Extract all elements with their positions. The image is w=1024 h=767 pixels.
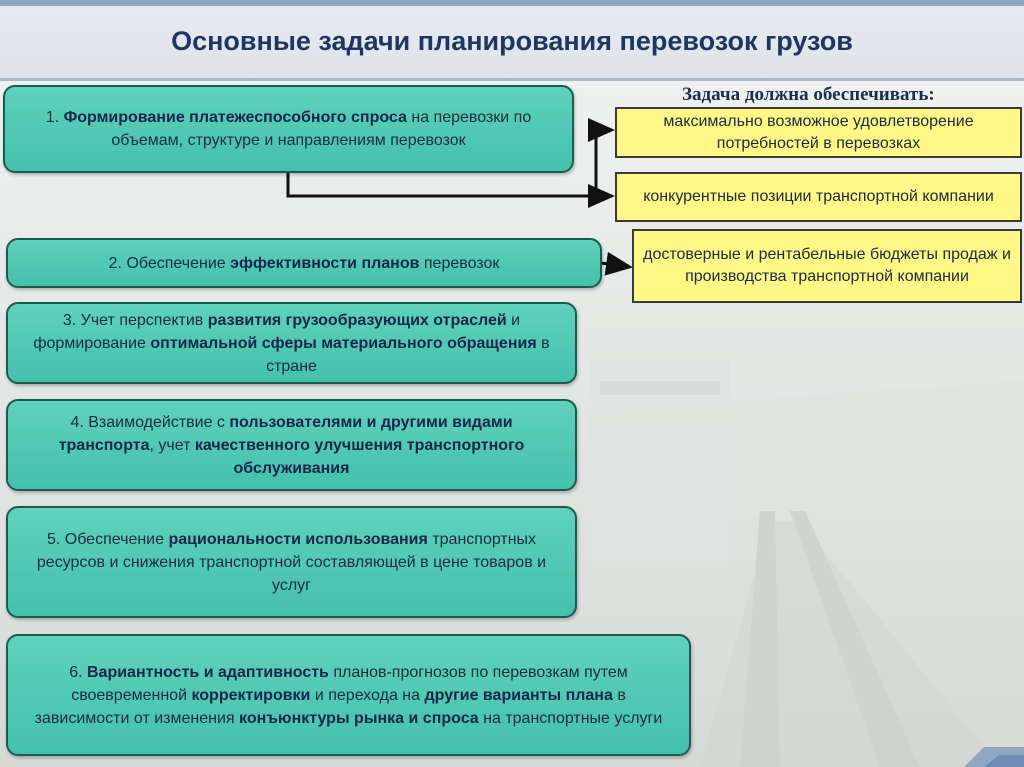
task-box-1: 1. Формирование платежеспособного спроса…	[3, 85, 574, 173]
task-box-5: 5. Обеспечение рациональности использова…	[6, 506, 577, 618]
result-box-2: конкурентные позиции транспортной компан…	[615, 172, 1022, 222]
result-box-3: достоверные и рентабельные бюджеты прода…	[632, 229, 1022, 303]
title-band: Основные задачи планирования перевозок г…	[0, 6, 1024, 81]
result-box-1: максимально возможное удовлетворение пот…	[615, 107, 1022, 158]
page-title: Основные задачи планирования перевозок г…	[171, 26, 853, 56]
result-heading: Задача должна обеспечивать:	[682, 84, 935, 105]
task-box-6: 6. Вариантность и адаптивность планов-пр…	[6, 634, 691, 756]
task-box-2: 2. Обеспечение эффективности планов пере…	[6, 238, 602, 288]
top-strip	[0, 0, 1024, 6]
task-box-3: 3. Учет перспектив развития грузообразую…	[6, 302, 577, 384]
corner-decoration	[964, 747, 1024, 767]
task-box-4: 4. Взаимодействие с пользователями и дру…	[6, 399, 577, 491]
